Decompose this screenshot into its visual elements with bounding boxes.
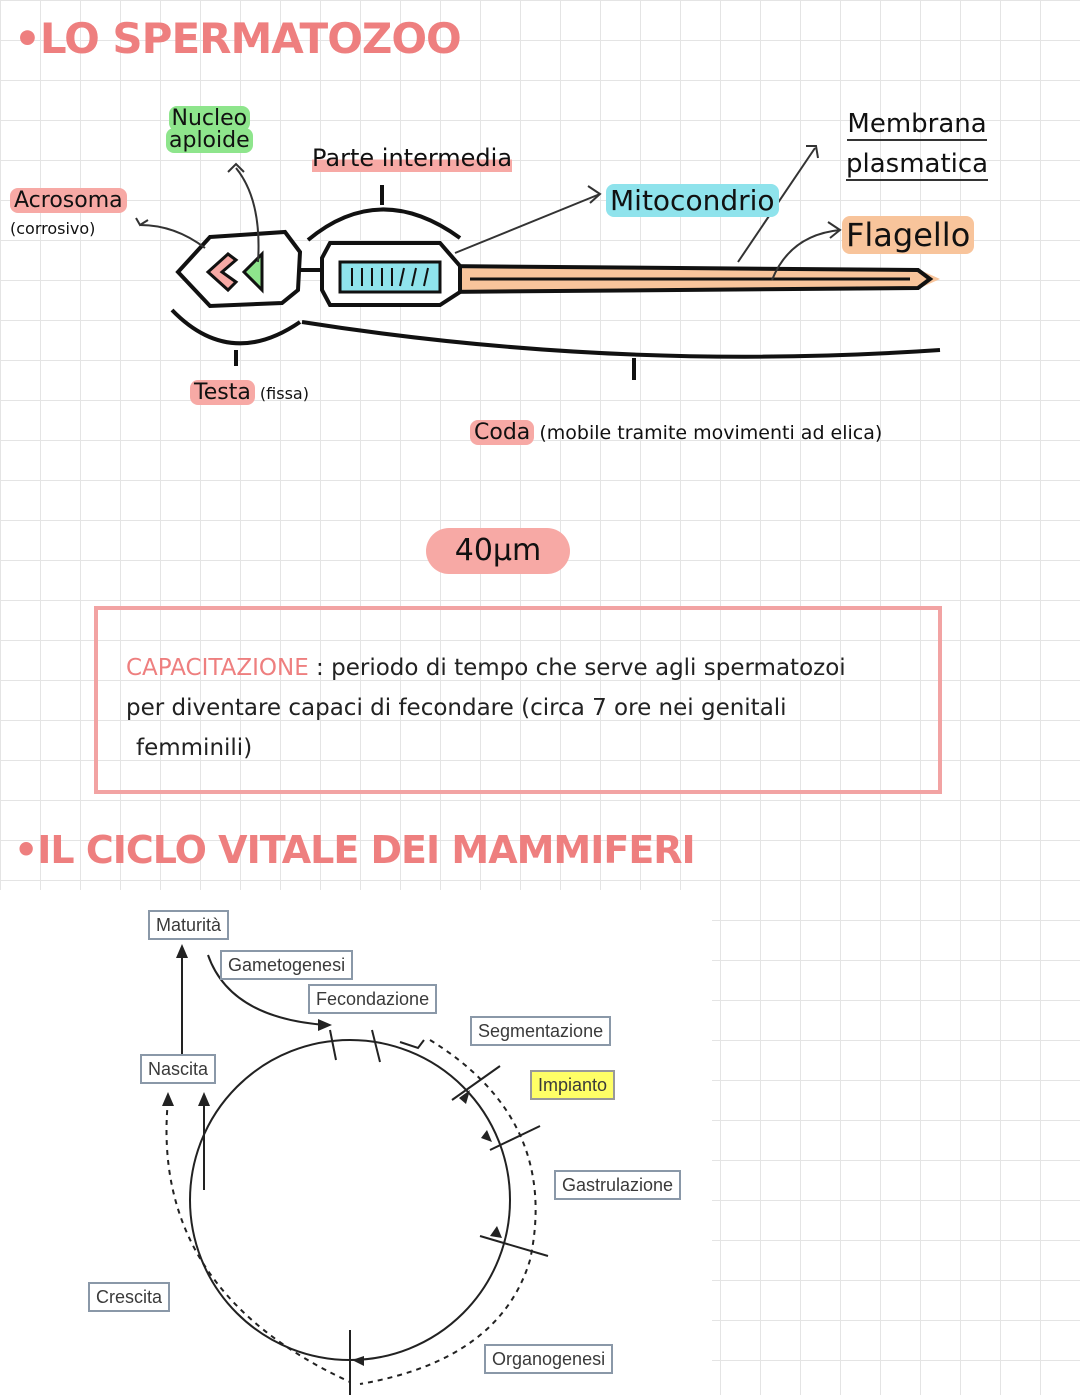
tail-text: Coda xyxy=(470,420,535,445)
stage-fecondazione: Fecondazione xyxy=(308,984,438,1014)
head-note: (fissa) xyxy=(259,384,309,403)
flagellum-text: Flagello xyxy=(842,216,975,254)
acrosome-text: Acrosoma xyxy=(10,188,127,213)
capacitation-separator: : xyxy=(308,655,332,681)
middle-piece-text: Parte intermedia xyxy=(312,144,513,172)
stage-nascita: Nascita xyxy=(140,1054,217,1084)
acrosome-note: (corrosivo) xyxy=(10,219,96,238)
stage-impianto: Impianto xyxy=(530,1070,616,1100)
nucleus-label-line2: aploide xyxy=(166,128,253,153)
capacitation-box: CAPACITAZIONE : periodo di tempo che ser… xyxy=(94,606,942,794)
section-title-ciclo-vitale: •IL CICLO VITALE DEI MAMMIFERI xyxy=(14,828,696,872)
life-cycle-figure: Maturità Gametogenesi Fecondazione Segme… xyxy=(0,890,712,1395)
mitochondrion-text: Mitocondrio xyxy=(606,184,779,217)
membrane-line2: plasmatica xyxy=(846,149,989,181)
stage-segmentazione: Segmentazione xyxy=(470,1016,612,1046)
nucleus-shape xyxy=(241,250,264,294)
stage-gametogenesi: Gametogenesi xyxy=(220,950,354,980)
stage-maturita: Maturità xyxy=(148,910,230,940)
capacitation-line2: per diventare capaci di fecondare (circa… xyxy=(126,695,787,721)
nucleus-label: Nucleo aploide xyxy=(166,106,253,153)
section-title-spermatozoo: •LO SPERMATOZOO xyxy=(14,14,462,63)
middle-piece-label: Parte intermedia xyxy=(312,144,513,172)
capacitation-text: CAPACITAZIONE : periodo di tempo che ser… xyxy=(126,648,916,768)
nucleus-label-line1: Nucleo xyxy=(168,106,251,131)
life-cycle-diagram xyxy=(162,944,549,1395)
tail-note: (mobile tramite movimenti ad elica) xyxy=(539,422,883,444)
capacitation-line1: CAPACITAZIONE : periodo di tempo che ser… xyxy=(126,648,916,688)
head-text: Testa xyxy=(190,380,255,405)
capacitation-term: CAPACITAZIONE xyxy=(126,655,309,681)
membrane-label: Membrana plasmatica xyxy=(846,104,989,184)
stage-organogenesi: Organogenesi xyxy=(484,1344,614,1374)
capacitation-line3: femminili) xyxy=(136,735,253,761)
head-outline xyxy=(175,229,303,309)
capacitation-line1-rest: periodo di tempo che serve agli spermato… xyxy=(331,655,846,681)
tail-label: Coda (mobile tramite movimenti ad elica) xyxy=(470,420,882,445)
acrosome-label: Acrosoma (corrosivo) xyxy=(10,188,127,238)
stage-crescita: Crescita xyxy=(88,1282,171,1312)
mitochondrion-label: Mitocondrio xyxy=(606,184,779,217)
stage-gastrulazione: Gastrulazione xyxy=(554,1170,682,1200)
scale-label: 40μm xyxy=(426,528,570,574)
acrosome-shape xyxy=(205,252,239,293)
membrane-line1: Membrana xyxy=(847,109,987,141)
head-label: Testa (fissa) xyxy=(190,380,309,405)
mitochondria-rect xyxy=(338,260,442,294)
flagellum-label: Flagello xyxy=(842,216,975,254)
tail-outline xyxy=(439,264,934,294)
